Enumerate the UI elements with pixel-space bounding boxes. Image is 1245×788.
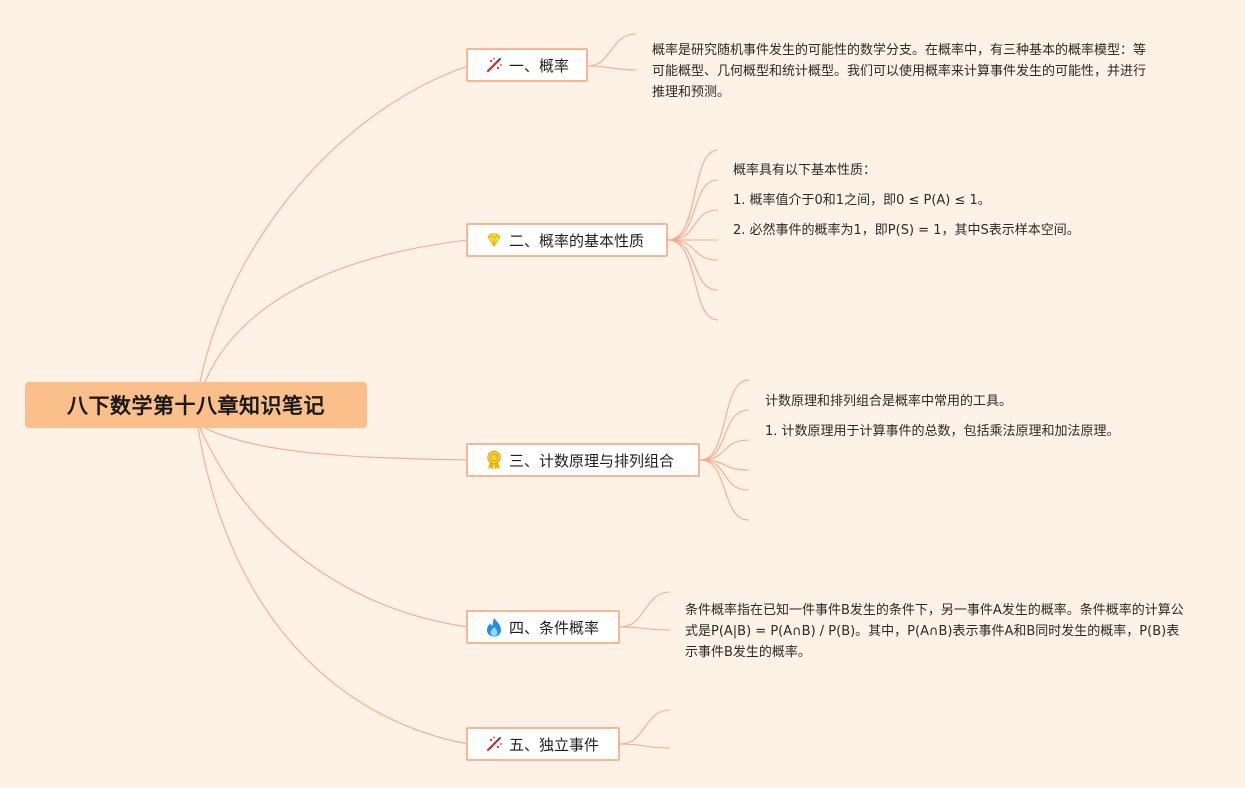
- fire-icon: [484, 617, 504, 637]
- branch-line-topic-3: [204, 427, 469, 461]
- subline-4a: [619, 591, 671, 628]
- note-topic-2-intro: 概率具有以下基本性质：: [733, 163, 877, 178]
- topic-counting-principles[interactable]: 三、计数原理与排列组合: [466, 443, 700, 477]
- note-topic-1: 概率是研究随机事件发生的可能性的数学分支。在概率中，有三种基本的概率模型：等可能…: [652, 43, 1147, 100]
- note-topic-3-item-1: 1. 计数原理用于计算事件的总数，包括乘法原理和加法原理。: [765, 424, 1120, 439]
- subline-3f: [699, 459, 750, 521]
- note-topic-2-item-2: 2. 必然事件的概率为1，即P(S) = 1，其中S表示样本空间。: [733, 223, 1080, 238]
- topic-basic-properties[interactable]: 二、概率的基本性质: [466, 223, 668, 257]
- diamond-icon: [484, 230, 504, 250]
- subline-1b: [587, 65, 637, 71]
- topic-label: 四、条件概率: [509, 618, 600, 637]
- branch-line-topic-2: [204, 239, 469, 383]
- topic-independent-events[interactable]: 五、独立事件: [466, 727, 620, 761]
- topic-conditional-probability[interactable]: 四、条件概率: [466, 610, 620, 644]
- subline-2b: [667, 179, 719, 241]
- note-topic-2-item-1: 1. 概率值介于0和1之间，即0 ≤ P(A) ≤ 1。: [733, 193, 991, 208]
- subline-2c: [667, 209, 719, 241]
- subline-3a: [699, 379, 750, 461]
- subline-5a: [619, 709, 671, 745]
- award-medal-icon: [484, 450, 504, 470]
- topic-label: 二、概率的基本性质: [509, 231, 645, 250]
- subline-2f: [667, 239, 719, 321]
- branch-line-topic-5: [197, 427, 469, 745]
- magic-wand-icon: [484, 734, 504, 754]
- subline-3b: [699, 409, 750, 461]
- topic-label: 一、概率: [509, 56, 570, 75]
- root-node[interactable]: 八下数学第十八章知识笔记: [25, 382, 367, 428]
- subline-5b: [619, 743, 671, 749]
- topic-probability[interactable]: 一、概率: [466, 48, 588, 82]
- subline-2e: [667, 239, 719, 291]
- subline-2a: [667, 149, 719, 241]
- subline-3c: [699, 439, 750, 461]
- root-title: 八下数学第十八章知识笔记: [67, 394, 325, 418]
- subline-4b: [619, 626, 671, 631]
- topic-label: 五、独立事件: [509, 735, 600, 754]
- note-topic-4: 条件概率指在已知一件事件B发生的条件下，另一事件A发生的概率。条件概率的计算公式…: [685, 603, 1184, 660]
- subline-2d: [667, 239, 719, 261]
- branch-line-topic-4: [199, 427, 469, 628]
- branch-line-topic-1: [199, 65, 469, 383]
- note-topic-3-intro: 计数原理和排列组合是概率中常用的工具。: [765, 394, 1013, 409]
- subline-3e: [699, 459, 750, 491]
- subline-1a: [587, 33, 637, 67]
- topic-label: 三、计数原理与排列组合: [509, 451, 675, 470]
- magic-wand-icon: [484, 55, 504, 75]
